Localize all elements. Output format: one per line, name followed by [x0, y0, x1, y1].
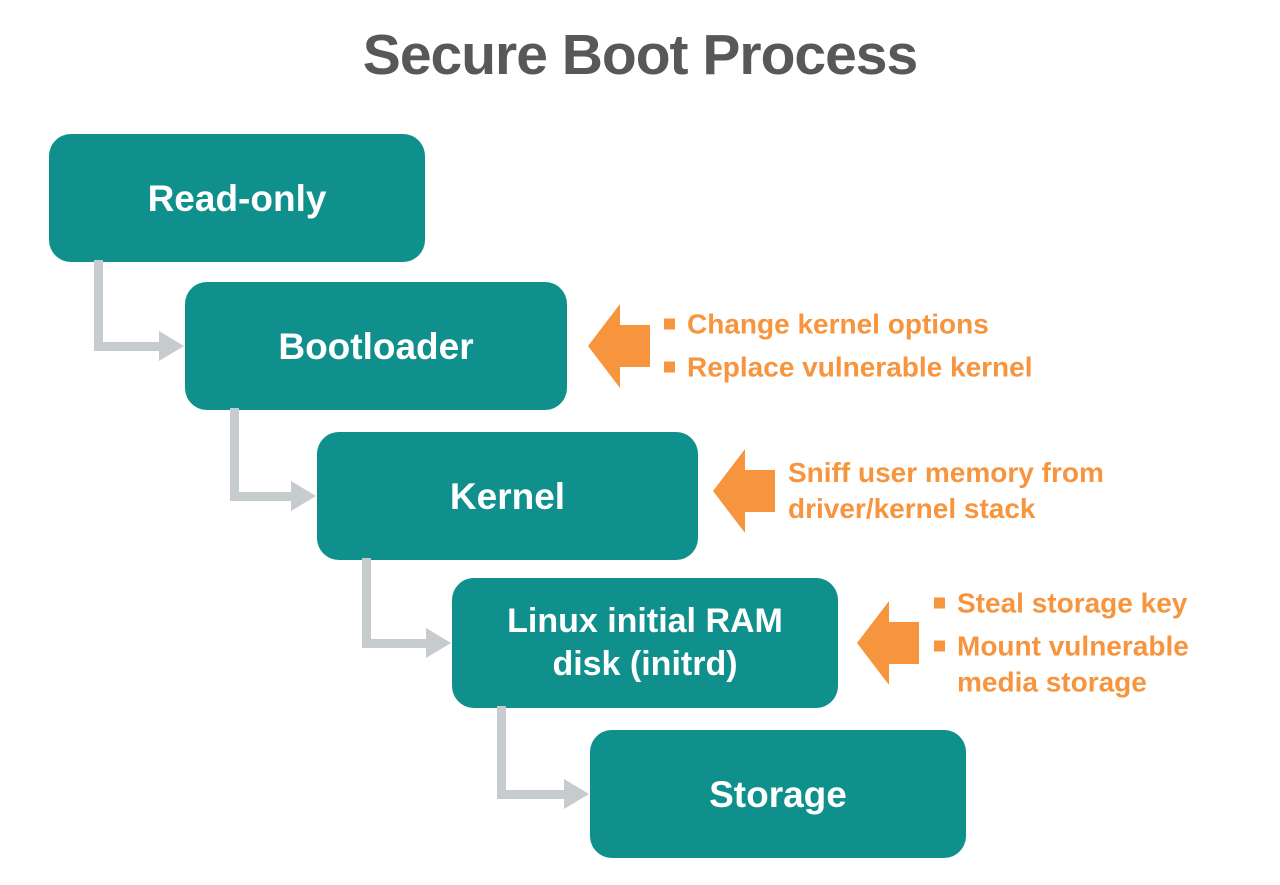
node-label: Linux initial RAM disk (initrd)	[507, 602, 783, 683]
connector-line-vertical	[497, 706, 506, 799]
attack-text: Sniff user memory from driver/kernel sta…	[788, 457, 1104, 524]
attack-item: Sniff user memory from driver/kernel sta…	[788, 455, 1148, 527]
connector-line-vertical	[230, 408, 239, 501]
bullet-square-icon	[934, 597, 945, 609]
bullet-square-icon	[934, 640, 945, 652]
connector-line-horizontal	[94, 341, 161, 351]
connector-arrow-right-icon	[564, 779, 589, 809]
attack-annotation-kernel: Sniff user memory from driver/kernel sta…	[788, 455, 1148, 527]
attack-text: Mount vulnerable media storage	[957, 630, 1189, 698]
attack-text: Steal storage key	[957, 587, 1188, 619]
node-label: Bootloader	[278, 325, 474, 367]
attack-text: Change kernel options	[687, 308, 989, 340]
attack-text: Replace vulnerable kernel	[687, 351, 1033, 383]
attack-arrow-left-icon	[713, 449, 775, 538]
page-title: Secure Boot Process	[362, 23, 918, 87]
attack-item: Mount vulnerable media storage	[933, 629, 1245, 701]
attack-arrow-left-icon	[588, 304, 650, 393]
bullet-square-icon	[664, 318, 675, 330]
node-label: Kernel	[449, 475, 566, 517]
connector-line-vertical	[94, 260, 103, 351]
node-label: Storage	[709, 773, 847, 815]
attack-item: Change kernel options	[663, 307, 1063, 343]
node-bootloader: Bootloader	[185, 282, 567, 410]
attack-item: Replace vulnerable kernel	[663, 350, 1063, 386]
node-label: Read-only	[147, 177, 327, 219]
connector-arrow-right-icon	[291, 481, 316, 511]
connector-line-horizontal	[362, 638, 428, 648]
connector-line-horizontal	[497, 789, 566, 799]
attack-item: Steal storage key	[933, 586, 1245, 622]
attack-arrow-left-icon	[857, 601, 919, 690]
node-read-only: Read-only	[49, 134, 425, 262]
node-storage: Storage	[590, 730, 966, 858]
node-initrd: Linux initial RAM disk (initrd)	[452, 578, 838, 708]
connector-line-horizontal	[230, 491, 293, 501]
connector-arrow-right-icon	[426, 628, 451, 658]
bullet-square-icon	[664, 361, 675, 373]
connector-line-vertical	[362, 558, 371, 648]
node-kernel: Kernel	[317, 432, 698, 560]
connector-arrow-right-icon	[159, 331, 184, 361]
